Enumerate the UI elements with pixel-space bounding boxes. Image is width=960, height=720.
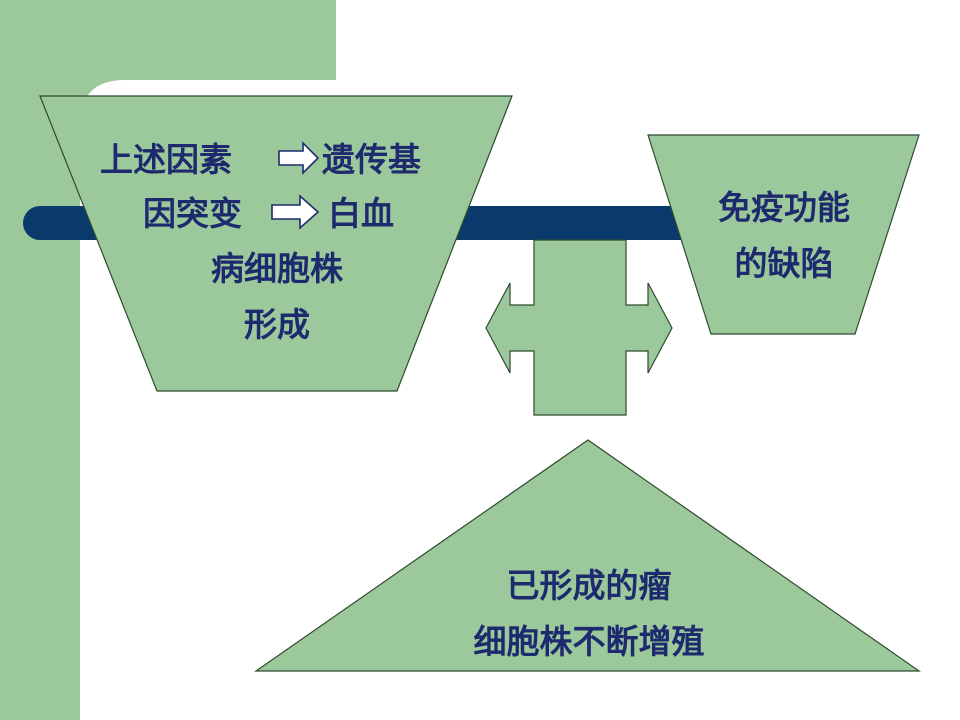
right-arrow-icon — [271, 194, 320, 230]
left-line3: 病细胞株 — [211, 249, 344, 288]
left-line4: 形成 — [244, 305, 310, 344]
right-line1: 免疫功能 — [718, 188, 850, 227]
bottom-line2: 细胞株不断增殖 — [474, 622, 705, 661]
left-line1-b: 遗传基 — [322, 140, 421, 179]
left-line2-b: 白血 — [328, 194, 394, 233]
double-arrow-connector-icon — [485, 239, 673, 416]
left-line1-a: 上述因素 — [100, 140, 232, 179]
bottom-line1: 已形成的瘤 — [507, 566, 672, 605]
left-line2-a: 因突变 — [143, 194, 242, 233]
right-arrow-icon — [278, 141, 320, 175]
right-trapezoid: 免疫功能 的缺陷 — [647, 134, 920, 335]
right-line2: 的缺陷 — [735, 244, 834, 283]
top-green-corner — [0, 0, 336, 720]
bottom-triangle: 已形成的瘤 细胞株不断增殖 — [254, 439, 921, 672]
left-trapezoid: 上述因素 遗传基 因突变 白血 病细胞株 形成 — [39, 95, 513, 392]
